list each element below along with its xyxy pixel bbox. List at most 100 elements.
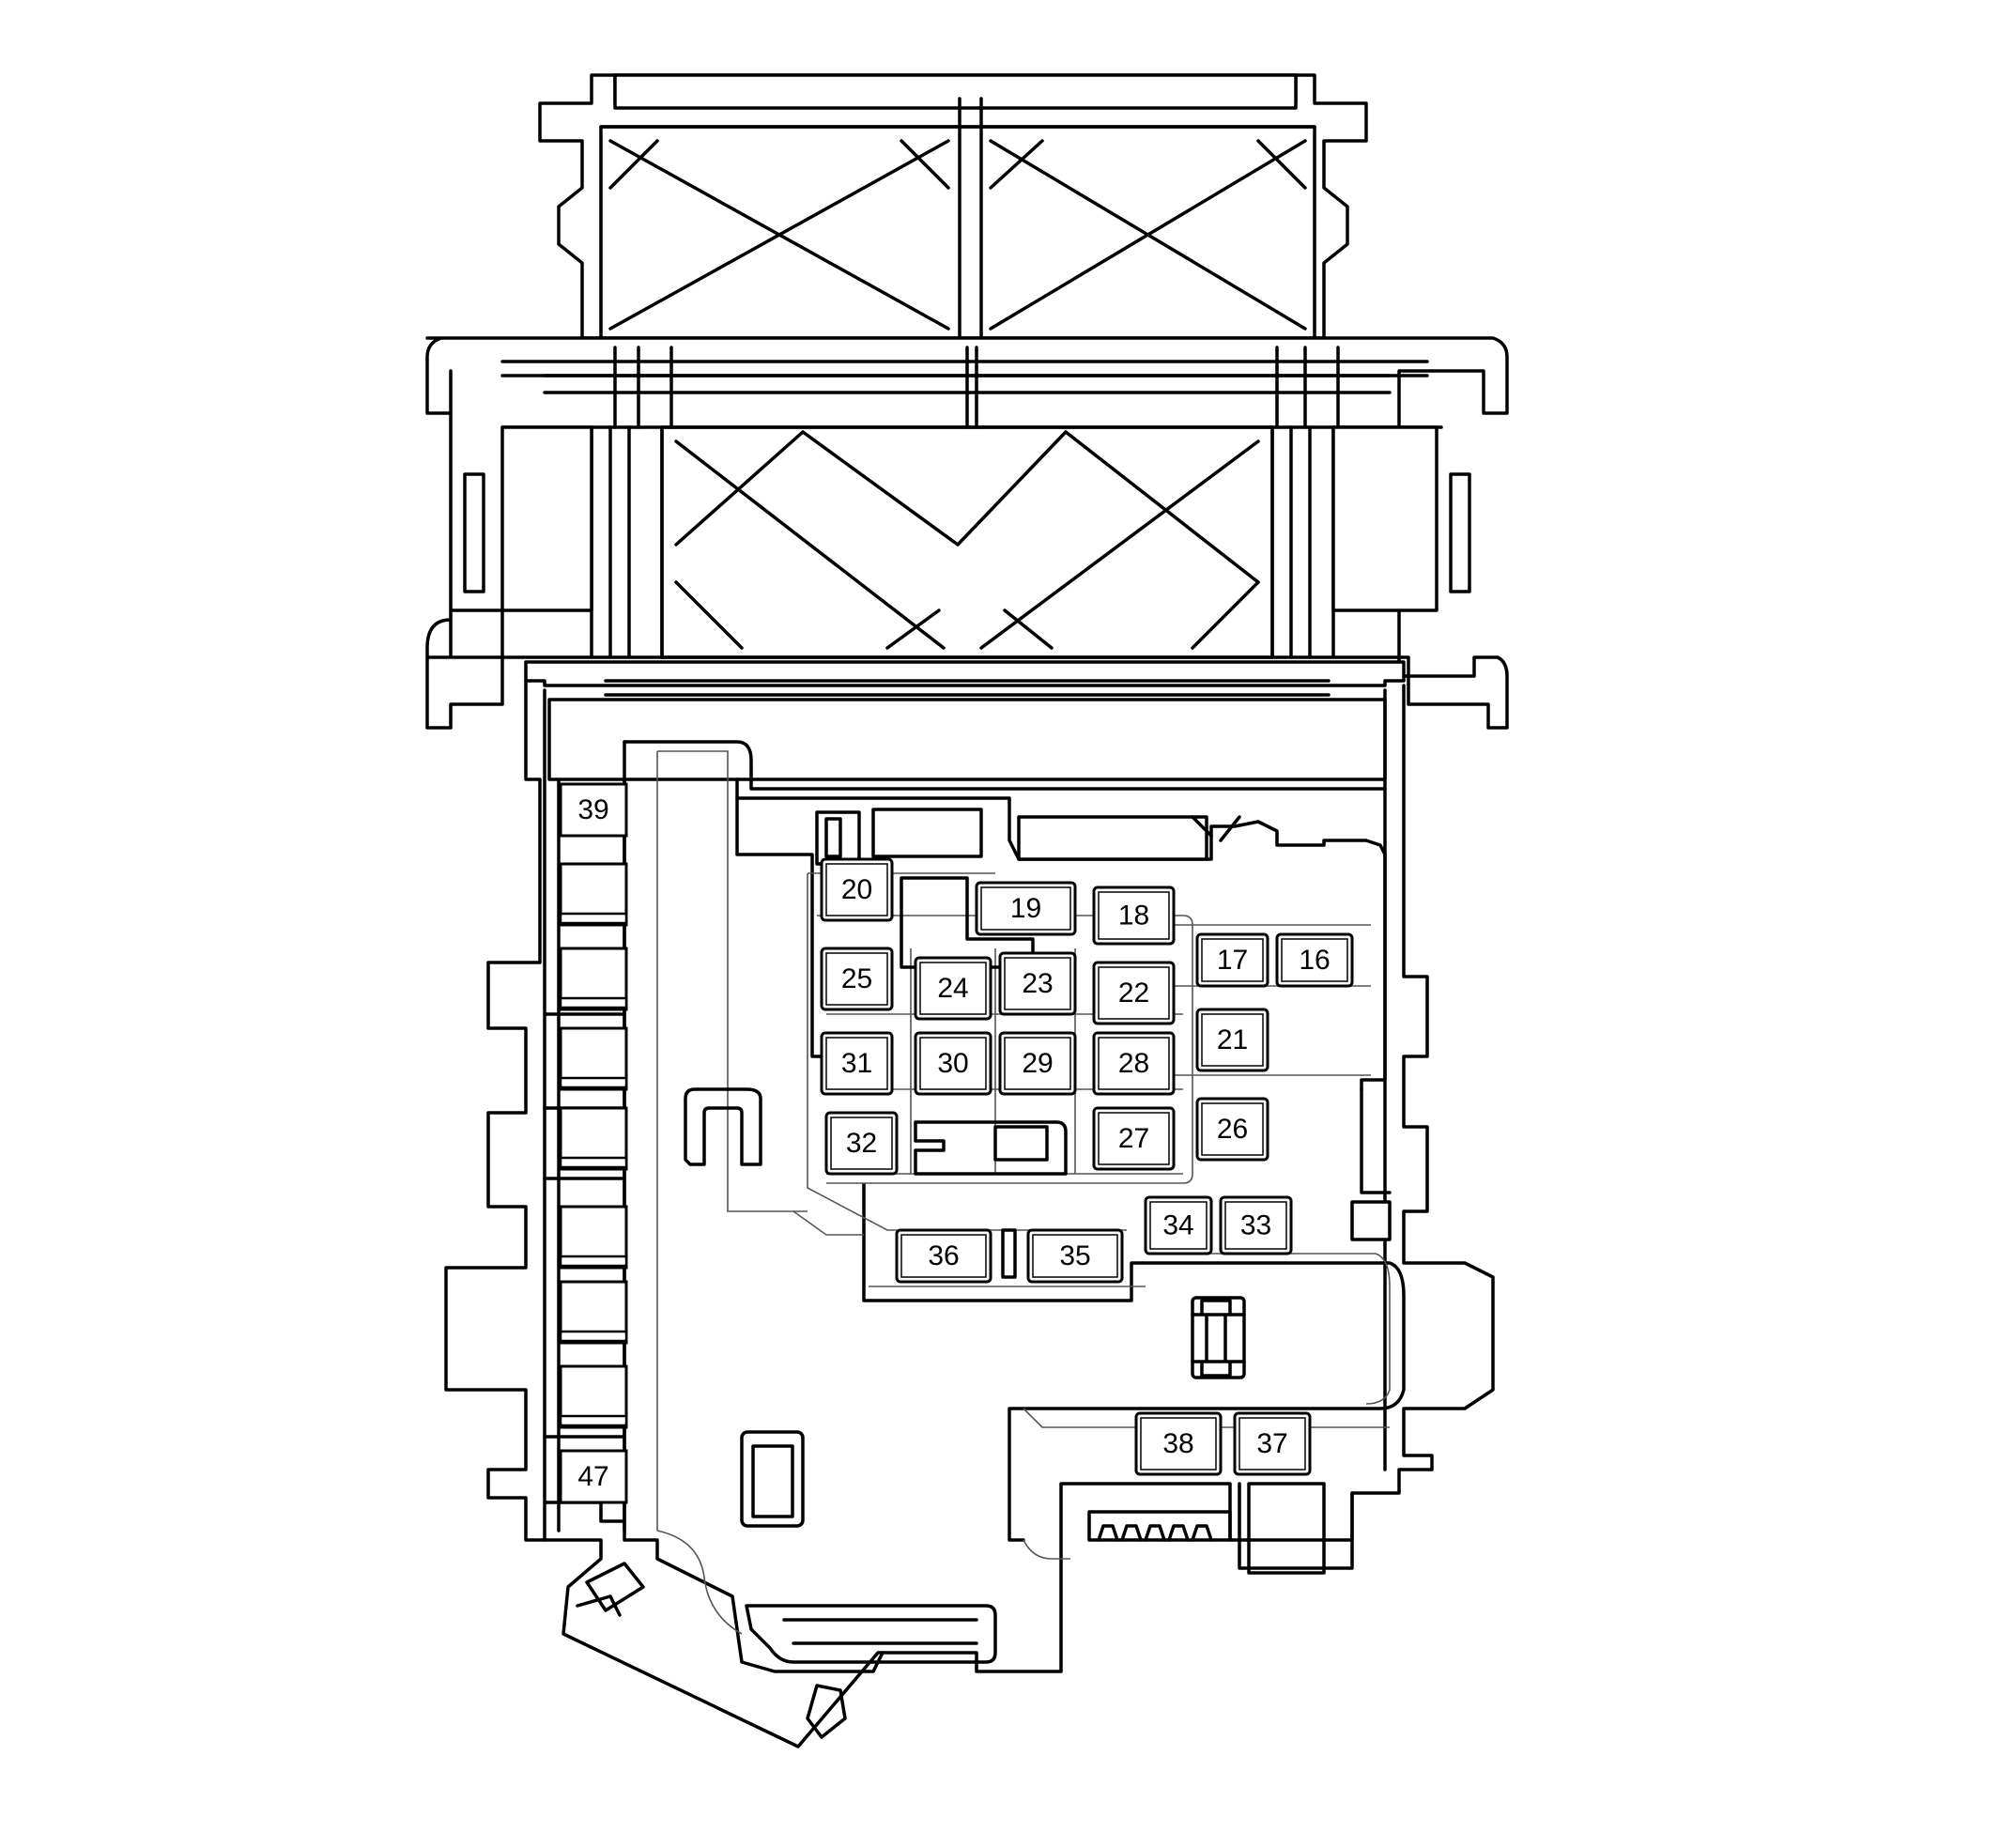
fuse-inner-outline (825, 1037, 888, 1090)
fuse-29: 29 (998, 1031, 1077, 1096)
side-slot-bar (559, 1076, 628, 1089)
fuse-layer: 16 17 18 19 20 21 22 23 24 25 26 27 28 29 30 31 32 33 34 35… (820, 857, 1354, 1476)
fuse-label: 38 (1162, 1428, 1193, 1459)
fuse-outline (820, 1031, 894, 1096)
fuse-inner-outline (1098, 966, 1170, 1020)
fuse-inner-outline (825, 952, 888, 1006)
fuse-label: 23 (1022, 968, 1053, 999)
fuse-label: 18 (1118, 901, 1149, 932)
fuse-outline (998, 1031, 1077, 1096)
side-slot-bar (559, 1330, 628, 1343)
fuse-label: 22 (1118, 978, 1149, 1009)
fuse-label: 32 (846, 1128, 877, 1159)
fuse-outline (975, 881, 1077, 936)
fuse-label: 20 (841, 874, 872, 905)
fuse-inner-outline (830, 1116, 893, 1170)
fuse-label: 21 (1217, 1024, 1248, 1055)
side-slot-label: 39 (577, 794, 608, 825)
fuse-27: 27 (1092, 1106, 1176, 1171)
fuse-21: 21 (1195, 1008, 1269, 1072)
fuse-label: 29 (1022, 1048, 1053, 1079)
fuse-inner-outline (919, 962, 987, 1015)
side-slot (559, 1026, 628, 1091)
fuse-16: 16 (1275, 932, 1354, 988)
fuse-17: 17 (1195, 932, 1269, 988)
fuse-inner-outline (1201, 1013, 1264, 1067)
side-slot (559, 1106, 628, 1171)
misc-details (576, 1087, 1354, 1739)
side-slot (559, 1364, 628, 1429)
fuse-34: 34 (1144, 1195, 1213, 1255)
side-slot (559, 862, 628, 927)
fuse-outline (820, 947, 894, 1011)
fuse-outline (1195, 932, 1269, 988)
fuse-label: 35 (1059, 1240, 1090, 1271)
fuse-inner-outline (1201, 1102, 1264, 1156)
fuse-32: 32 (824, 1111, 899, 1176)
fuse-outline (1092, 961, 1176, 1025)
fuse-25: 25 (820, 947, 894, 1011)
fuse-label: 28 (1118, 1048, 1149, 1079)
fuse-33: 33 (1219, 1195, 1293, 1255)
fuse-outline (914, 1031, 992, 1096)
side-slot-bar (559, 1255, 628, 1268)
fuse-20: 20 (820, 857, 894, 922)
fuse-outline (895, 1228, 992, 1284)
fuse-outline (1219, 1195, 1293, 1255)
fuse-label: 36 (928, 1240, 959, 1271)
inner-tray (623, 740, 1406, 1673)
fuse-outline (1092, 1106, 1176, 1171)
fuse-inner-outline (1098, 1112, 1170, 1165)
fuse-outline (998, 951, 1077, 1016)
fuse-inner-outline (1004, 957, 1071, 1010)
side-slot-39: 39 (559, 782, 628, 838)
side-slot-label: 47 (577, 1461, 608, 1492)
fuse-label: 34 (1162, 1210, 1193, 1241)
fuse-inner-outline (1098, 1037, 1170, 1090)
fuse-37: 37 (1233, 1411, 1312, 1476)
fuse-outline (820, 857, 894, 922)
fuse-outline (1195, 1097, 1269, 1162)
fuse-label: 25 (841, 963, 872, 994)
fuse-inner-outline (900, 1234, 987, 1278)
fuse-30: 30 (914, 1031, 992, 1096)
fuse-26: 26 (1195, 1097, 1269, 1162)
side-slot-47: 47 (559, 1449, 628, 1504)
fuse-inner-outline (1004, 1037, 1071, 1090)
fuse-22: 22 (1092, 961, 1176, 1025)
fuse-18: 18 (1092, 886, 1176, 946)
fuse-label: 17 (1217, 945, 1248, 976)
fuse-inner-outline (1149, 1201, 1208, 1250)
fuse-inner-outline (1238, 1417, 1306, 1471)
fuse-outline (1275, 932, 1354, 988)
fuse-outline (1195, 1008, 1269, 1072)
fuse-inner-outline (1224, 1201, 1287, 1250)
fuse-label: 37 (1256, 1428, 1287, 1459)
fuse-23: 23 (998, 951, 1077, 1016)
side-slot-outline (559, 1449, 628, 1504)
top-frame (538, 73, 1368, 340)
side-slot-bar (559, 912, 628, 925)
fuse-outline (1134, 1411, 1223, 1476)
fuse-inner-outline (1140, 1417, 1217, 1471)
fuse-28: 28 (1092, 1031, 1176, 1096)
fuse-label: 30 (937, 1048, 968, 1079)
fuse-inner-outline (980, 886, 1071, 931)
side-slot-bar (559, 996, 628, 1009)
fuse-inner-outline (1032, 1234, 1118, 1278)
side-slot (559, 1280, 628, 1345)
fuse-label: 24 (937, 973, 968, 1004)
fuse-outline (1144, 1195, 1213, 1255)
fuse-label: 31 (841, 1048, 872, 1079)
side-slot (559, 947, 628, 1011)
fuse-label: 16 (1299, 945, 1330, 976)
fuse-inner-outline (1098, 891, 1170, 940)
fuse-label: 33 (1240, 1210, 1271, 1241)
fuse-19: 19 (975, 881, 1077, 936)
side-slot-column: 39 47 (543, 778, 628, 1532)
fuse-outline (914, 956, 992, 1021)
middle-frame (425, 336, 1509, 730)
fuse-outline (1092, 1031, 1176, 1096)
